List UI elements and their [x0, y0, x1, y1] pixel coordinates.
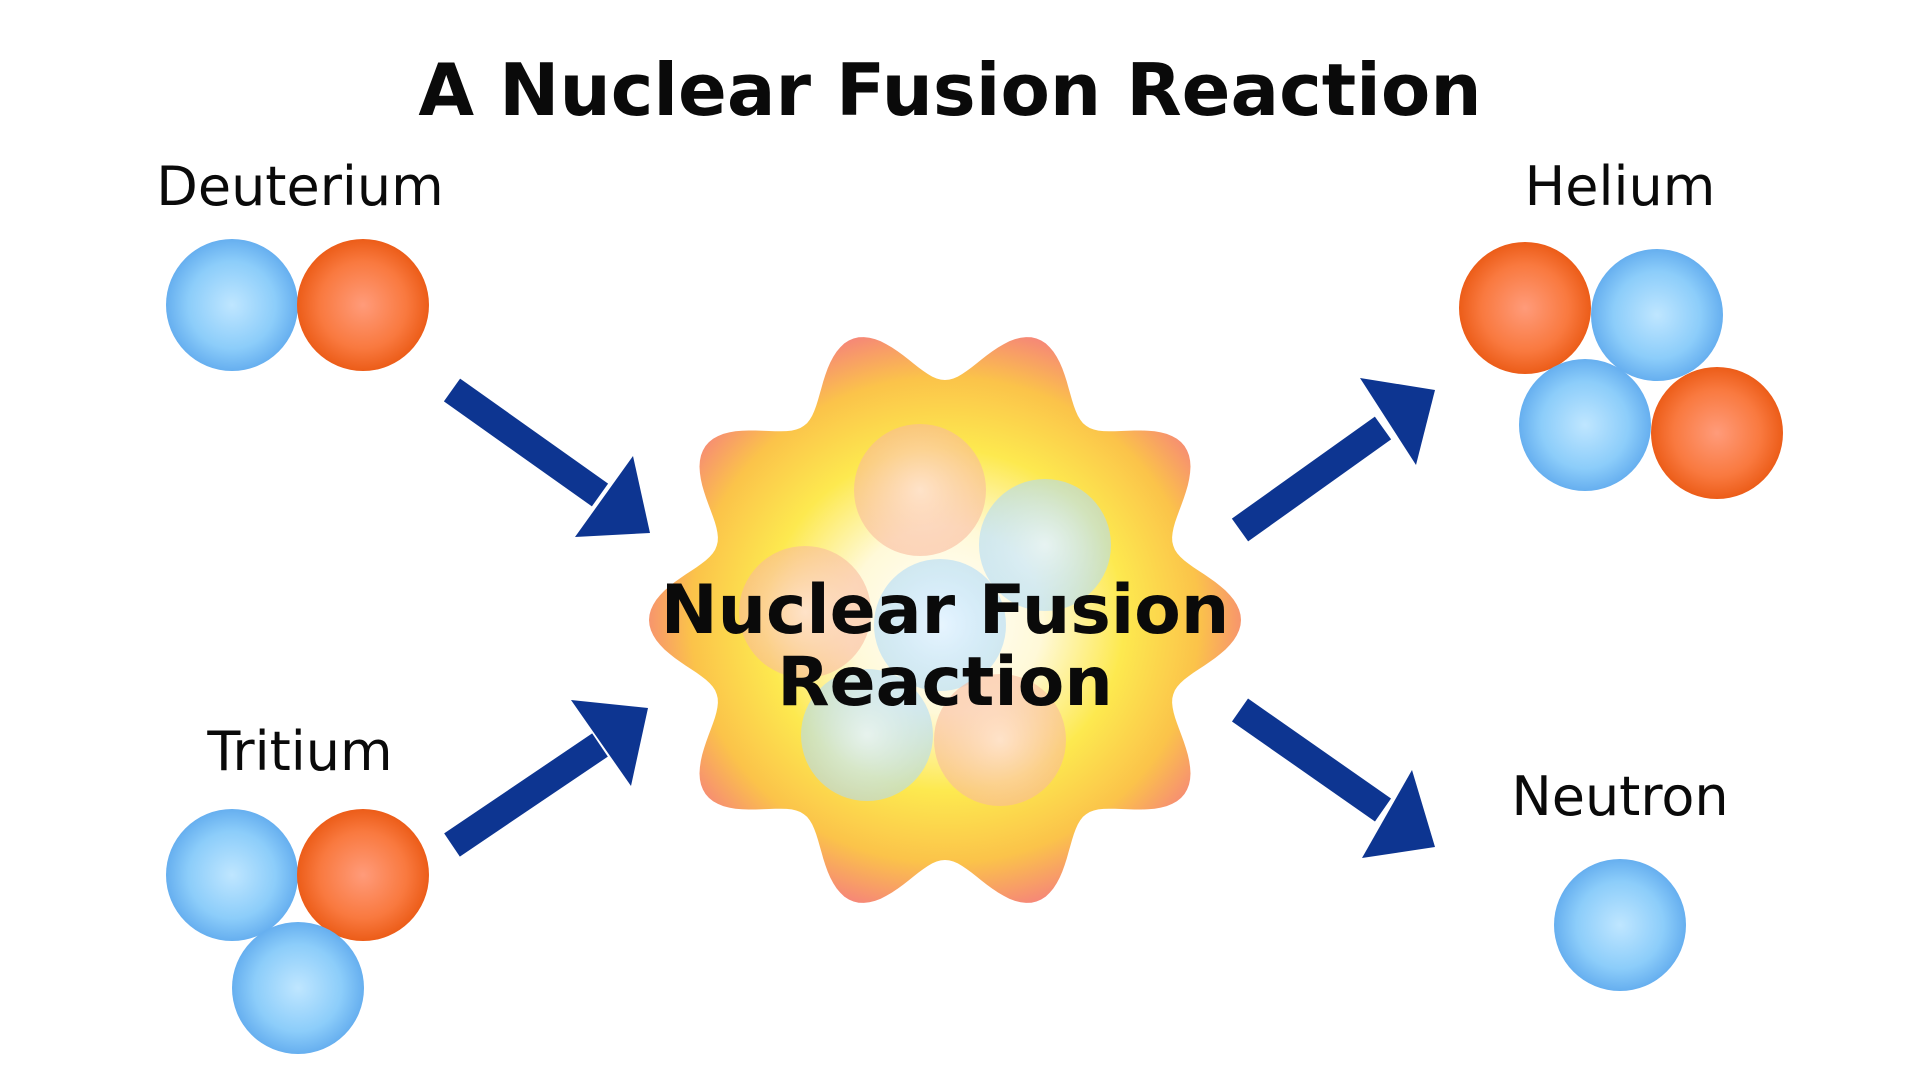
helium-neutron-bottom [1519, 359, 1651, 491]
burst-faint-neutron-right [979, 479, 1111, 611]
burst-faint-proton-bottom [934, 674, 1066, 806]
tritium-neutron-top [166, 809, 298, 941]
burst-faint-proton-left [739, 546, 871, 678]
neutron-label: Neutron [1511, 765, 1728, 828]
output-arrow-helium [1231, 378, 1435, 542]
helium-neutron-top [1591, 249, 1723, 381]
helium-proton-bottom [1651, 367, 1783, 499]
input-arrow-top [443, 378, 650, 537]
neutron-group: Neutron [1511, 765, 1729, 991]
deuterium-proton [297, 239, 429, 371]
burst-faint-neutron-bottom [801, 669, 933, 801]
tritium-neutron-bottom [232, 922, 364, 1054]
helium-label: Helium [1525, 155, 1716, 218]
neutron-particle [1554, 859, 1686, 991]
deuterium-label: Deuterium [156, 155, 443, 218]
diagram-title: A Nuclear Fusion Reaction [418, 48, 1481, 132]
helium-group: Helium [1459, 155, 1783, 499]
helium-proton-top [1459, 242, 1591, 374]
input-arrow-bottom [444, 700, 648, 857]
center-label-line2: Reaction [777, 643, 1113, 722]
fusion-burst: Nuclear Fusion Reaction [649, 337, 1241, 903]
burst-faint-neutron-center [874, 559, 1006, 691]
deuterium-group: Deuterium [156, 155, 444, 371]
output-arrow-neutron [1231, 698, 1435, 858]
center-label-line1: Nuclear Fusion [661, 571, 1230, 650]
tritium-proton [297, 809, 429, 941]
burst-faint-proton-top [854, 424, 986, 556]
tritium-group: Tritium [166, 720, 429, 1054]
tritium-label: Tritium [206, 720, 392, 783]
deuterium-neutron [166, 239, 298, 371]
